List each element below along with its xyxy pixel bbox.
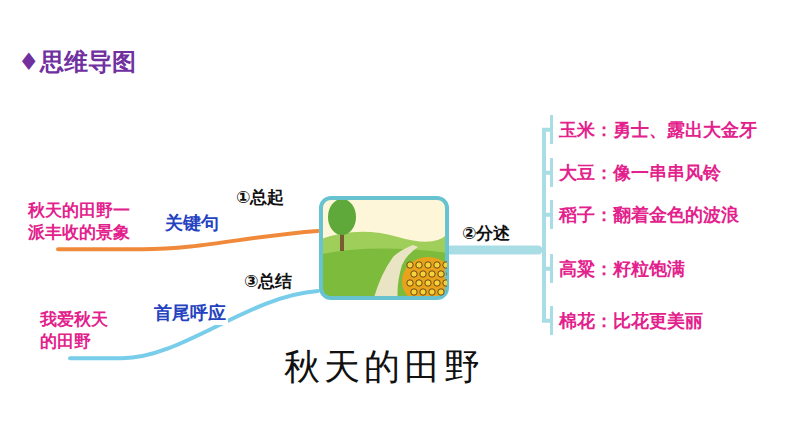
branch-text: 大豆：像一串串风铃 (550, 158, 727, 187)
branch-leaf: 我爱秋天的田野 (40, 308, 120, 352)
branch-text: 稻子：翻着金色的波浪 (550, 200, 745, 229)
branch-item: 稻子：翻着金色的波浪 (550, 200, 745, 229)
callout-number: ②分述 (462, 222, 510, 245)
branch-item: 玉米：勇士、露出大金牙 (550, 115, 763, 144)
branch-item: 棉花：比花更美丽 (550, 306, 709, 335)
edge-label: 首尾呼应 (152, 301, 228, 325)
page-title: ♦思维导图 (18, 46, 136, 78)
branch-line (450, 215, 550, 250)
callout-number: ①总起 (236, 186, 284, 209)
branch-line (450, 173, 550, 250)
central-caption: 秋天的田野 (284, 343, 484, 392)
callout-number: ③总结 (244, 270, 292, 293)
branch-line (450, 250, 550, 269)
branch-text: 秋天的田野一派丰收的景象 (28, 199, 140, 243)
branch-text: 棉花：比花更美丽 (550, 306, 709, 335)
central-topic: 秋天的田野 (318, 195, 450, 301)
branch-text: 玉米：勇士、露出大金牙 (550, 115, 763, 144)
branch-item: 高粱：籽粒饱满 (550, 254, 691, 283)
field-illustration (318, 195, 450, 301)
branch-leaf: 秋天的田野一派丰收的景象 (28, 199, 140, 243)
branch-text: 高粱：籽粒饱满 (550, 254, 691, 283)
branch-text: 我爱秋天的田野 (40, 308, 120, 352)
branch-line (450, 130, 550, 250)
branch-item: 大豆：像一串串风铃 (550, 158, 727, 187)
edge-label: 关键句 (163, 211, 221, 235)
branch-line (450, 250, 550, 321)
